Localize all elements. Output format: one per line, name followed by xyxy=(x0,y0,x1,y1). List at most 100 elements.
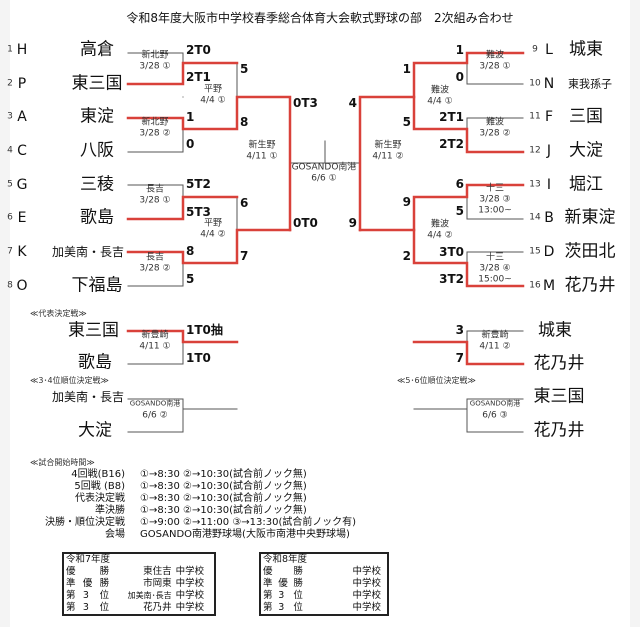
bracket-black-lines xyxy=(127,52,524,433)
team-seed: 1 xyxy=(7,44,13,55)
score: 1 xyxy=(186,110,195,124)
cell: 準 xyxy=(66,578,76,589)
match-date: 3/28 ① xyxy=(139,61,171,72)
venue: 新生野 xyxy=(374,140,402,151)
match-date: 3/28 ③ xyxy=(479,194,511,205)
lower-left-lines xyxy=(127,341,238,433)
score: 5T3 xyxy=(186,205,211,219)
match-time: 15:00~ xyxy=(478,274,512,285)
venue: 新北野 xyxy=(141,50,169,61)
match-date: 6/6 ③ xyxy=(482,410,508,421)
team-name: 下福島 xyxy=(71,275,123,296)
venue: GOSANDO南港 xyxy=(129,399,181,408)
cell: 3 xyxy=(278,602,285,613)
team-letter: H xyxy=(16,42,28,58)
section-label: ≪代表決定戦≫ xyxy=(30,309,87,318)
score: 2T2 xyxy=(439,137,464,151)
schedule-round: 代表決定戦 xyxy=(75,493,125,504)
table-row: 優勝中学校 xyxy=(260,566,388,578)
venue: 十三 xyxy=(485,183,505,194)
team-name: 花乃井 xyxy=(533,353,585,374)
venue: 十三 xyxy=(485,252,505,263)
venue: GOSANDO南港 xyxy=(291,162,357,173)
score: 8 xyxy=(186,244,195,258)
winner-path xyxy=(412,95,525,154)
team-letter: A xyxy=(17,109,27,125)
score: 2T1 xyxy=(439,110,464,124)
score: 6 xyxy=(240,196,249,210)
schedule-round: 決勝・順位決定戦 xyxy=(45,517,125,528)
winner-path xyxy=(358,51,525,232)
winner-path xyxy=(412,340,525,366)
cell: 中学校 xyxy=(352,602,381,613)
cell: 勝 xyxy=(99,566,110,577)
schedule-time: ①→8:30 ②→10:30(試合前ノック無) xyxy=(140,481,307,492)
match-date: 4/11 ② xyxy=(372,151,404,162)
winner-path xyxy=(126,195,239,221)
team-name: 新東淀 xyxy=(564,207,616,228)
school: 加美南･長吉 xyxy=(127,591,172,600)
team-seed: 6 xyxy=(7,212,13,223)
cell: 勝 xyxy=(293,566,303,577)
team-seed: 2 xyxy=(7,78,13,89)
score: 0T0 xyxy=(293,216,318,230)
team-seed: 12 xyxy=(529,145,541,156)
score: 3T0 xyxy=(439,245,464,259)
team-seed: 13 xyxy=(529,179,541,190)
cell: 準 xyxy=(263,578,273,589)
venue: 長吉 xyxy=(145,252,165,263)
team-name: 花乃井 xyxy=(533,420,585,441)
team-name: 大淀 xyxy=(78,420,112,441)
score: 7 xyxy=(240,249,249,263)
schedule-time: ①→8:30 ②→10:30(試合前ノック無) xyxy=(140,493,307,504)
match-date: 3/28 ② xyxy=(139,128,171,139)
score: 0 xyxy=(455,70,464,84)
team-letter: O xyxy=(16,278,28,294)
match-date: 3/28 ① xyxy=(139,195,171,206)
score: 1T0 xyxy=(186,351,211,365)
final-lines xyxy=(289,140,361,164)
team-letter: B xyxy=(544,210,554,226)
venue: 難波 xyxy=(430,219,450,230)
score: 1 xyxy=(455,43,464,57)
table-row: 準優勝市岡東中学校 xyxy=(63,578,215,590)
match-date: 6/6 ② xyxy=(142,410,168,421)
cell: 中学校 xyxy=(175,566,205,577)
school xyxy=(306,602,350,615)
cell: 3 xyxy=(82,602,89,613)
cell: 位 xyxy=(99,590,110,601)
winner-path xyxy=(126,228,292,265)
school: 花乃井 xyxy=(143,602,172,613)
cell: 中学校 xyxy=(175,578,205,589)
team-name: 東三国 xyxy=(533,386,585,407)
cell: 第 xyxy=(263,602,273,613)
score: 1T0抽 xyxy=(186,323,223,337)
schedule-round: 会場 xyxy=(105,529,125,540)
score: 5T2 xyxy=(186,177,211,191)
cell: 第 xyxy=(263,590,273,601)
winner-path xyxy=(412,228,525,288)
venue: 長吉 xyxy=(145,184,165,195)
team-letter: G xyxy=(16,177,28,193)
venue: 新豊崎 xyxy=(481,330,509,341)
cell: 中学校 xyxy=(352,590,381,601)
venue: 平野 xyxy=(203,84,223,95)
team-name: 三国 xyxy=(569,106,603,127)
winner-path xyxy=(126,61,239,86)
left-round1-lines xyxy=(127,52,184,287)
schedule-round: 準決勝 xyxy=(95,505,125,516)
score: 9 xyxy=(348,216,357,230)
table-header: 令和7年度 xyxy=(66,554,111,565)
cell: 3 xyxy=(82,590,89,601)
cell: 中学校 xyxy=(352,578,381,589)
winner-path xyxy=(126,95,292,232)
team-letter: D xyxy=(543,244,555,260)
cell: 勝 xyxy=(99,578,110,589)
match-date: 3/28 ① xyxy=(479,61,511,72)
score: 3T2 xyxy=(439,272,464,286)
team-name: 八阪 xyxy=(80,140,114,161)
cell xyxy=(81,566,98,578)
match-date: 3/28 ④ xyxy=(479,263,511,274)
score: 5 xyxy=(455,204,464,218)
